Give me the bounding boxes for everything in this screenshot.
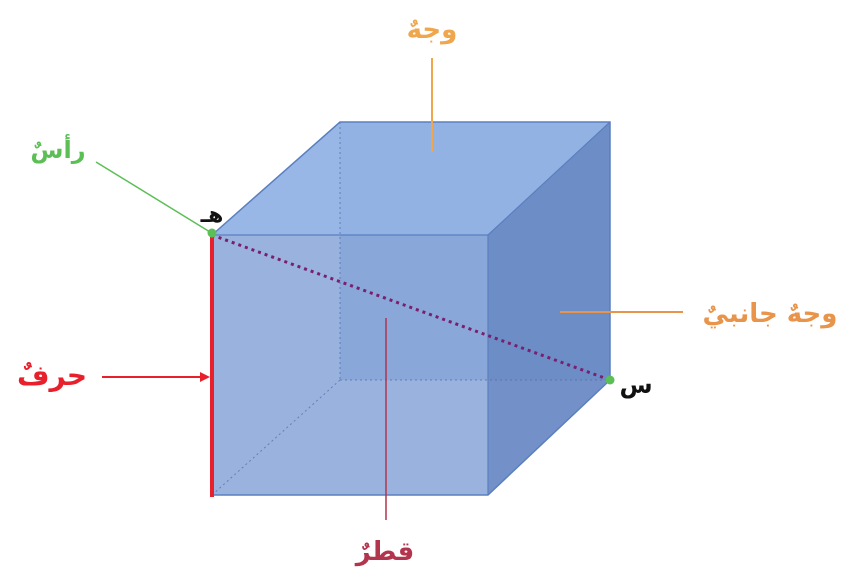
face-label: وجهٌ [407, 15, 458, 45]
cube [211, 121, 611, 496]
cube-outline [211, 121, 611, 496]
edge-pointer-arrowhead [200, 372, 210, 382]
cube-front-face [212, 235, 488, 495]
vertex-dot-s [605, 375, 615, 385]
cube-top-right-edge [487, 121, 611, 236]
side-face-label: وجهٌ جانبيٌ [703, 299, 838, 329]
vertex-dot-h [207, 228, 217, 238]
edge-label: حرفٌ [17, 359, 87, 392]
vertex-pointer-line [95, 161, 211, 233]
vertex-letter-h: هـ [200, 203, 224, 228]
vertex-letter-s: س [619, 371, 652, 399]
diagonal-label: قطرٌ [354, 537, 415, 567]
vertex-label: رأسٌ [30, 134, 85, 164]
cube-top-face [212, 122, 610, 235]
cube-hidden-edge [211, 379, 341, 496]
space-diagonal [211, 233, 611, 382]
cube-right-face [488, 122, 610, 495]
